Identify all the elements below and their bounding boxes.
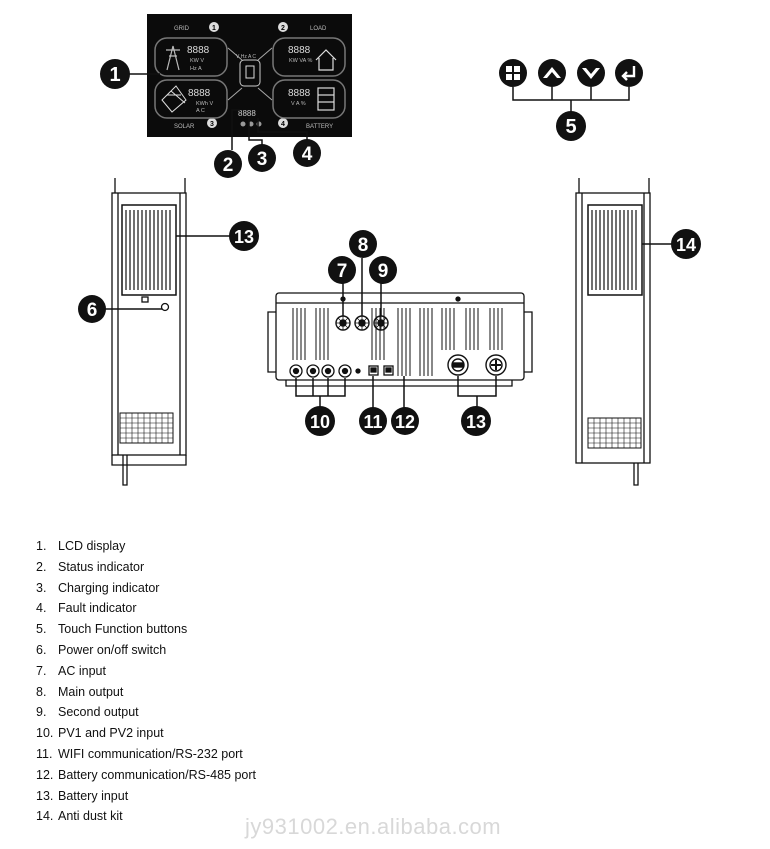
lcd-grid-label: GRID: [174, 26, 190, 32]
up-button[interactable]: [538, 59, 566, 87]
callout-12: 12: [395, 412, 415, 432]
legend-list: 1.LCD display 2.Status indicator 3.Charg…: [36, 536, 256, 827]
down-icon: [582, 68, 600, 79]
legend-item: 12.Battery communication/RS-485 port: [36, 767, 257, 782]
lcd-load-units: KW VA %: [289, 58, 313, 64]
left-bottom-mesh: [119, 412, 174, 444]
callout-4: 4: [302, 144, 313, 165]
legend-item: 2.Status indicator: [36, 559, 145, 574]
lcd-center-units: V Hz A C: [236, 54, 256, 60]
comm-ports: [368, 365, 394, 376]
lcd-solar-digits: 8888: [188, 88, 211, 99]
callout-3: 3: [257, 149, 268, 170]
callout-11: 11: [363, 412, 382, 432]
enter-button[interactable]: [615, 59, 643, 87]
legend-item: 10.PV1 and PV2 input: [36, 726, 164, 741]
lcd-battery-label: BATTERY: [306, 124, 333, 130]
legend-item: 14.Anti dust kit: [36, 809, 123, 824]
legend-item: 9.Second output: [36, 705, 139, 720]
left-vent-grille: [125, 210, 171, 290]
callout-1: 1: [109, 64, 120, 86]
house-load-icon: [315, 49, 337, 71]
left-side-view: [111, 178, 187, 486]
lcd-load-label: LOAD: [310, 26, 327, 32]
grid-tower-icon: [166, 45, 180, 71]
callout-7: 7: [337, 261, 348, 282]
callout-9: 9: [378, 261, 389, 282]
callout-5: 5: [565, 116, 576, 138]
legend-item: 11.WIFI communication/RS-232 port: [36, 746, 243, 761]
watermark: jy931002.en.alibaba.com: [245, 814, 502, 839]
down-button[interactable]: [577, 59, 605, 87]
diagram-canvas: GRID LOAD SOLAR BATTERY 1 3 4 2 8888 KW …: [78, 14, 701, 486]
lcd-solar-units-b: A C: [196, 108, 205, 114]
lcd-battery-digits: 8888: [288, 88, 311, 99]
lcd-battery-units: V A %: [291, 101, 306, 107]
touch-buttons: [499, 59, 643, 87]
legend-item: 5.Touch Function buttons: [36, 622, 188, 637]
legend-item: 1.LCD display: [36, 539, 126, 553]
legend-item: 13.Battery input: [36, 788, 129, 803]
ac-input-gland: [335, 315, 351, 331]
lcd-center-digits: 8888: [238, 109, 256, 118]
callout-13-bottom: 13: [466, 412, 486, 432]
legend-item: 4.Fault indicator: [36, 601, 137, 616]
lcd-center-flow: [227, 47, 273, 101]
lcd-corner-3: 3: [210, 121, 214, 128]
solar-panel-icon: [161, 85, 187, 113]
second-output-gland: [373, 315, 389, 331]
menu-button[interactable]: [499, 59, 527, 87]
callout-8: 8: [358, 235, 369, 256]
lcd-corner-2: 2: [281, 25, 285, 32]
legend-item: 8.Main output: [36, 684, 124, 699]
enter-icon: [621, 66, 636, 81]
right-side-view: [575, 178, 651, 486]
menu-icon: [506, 66, 520, 80]
pv-connectors: [289, 364, 361, 378]
lcd-grid-units-b: Hz A: [190, 66, 202, 72]
callout-6: 6: [87, 300, 98, 321]
lcd-grid-units-a: KW V: [190, 58, 204, 64]
battery-icon: [317, 87, 335, 111]
lcd-corner-4: 4: [281, 121, 285, 128]
legend-item: 6.Power on/off switch: [36, 642, 167, 657]
battery-terminals: [447, 354, 507, 376]
lcd-grid-digits: 8888: [187, 45, 210, 56]
callout-13-side: 13: [234, 227, 254, 247]
lcd-solar-label: SOLAR: [174, 124, 195, 130]
lcd-solar-units-a: KWh V: [196, 101, 213, 107]
lcd-load-digits: 8888: [288, 45, 311, 56]
bottom-view: [267, 292, 533, 387]
lcd-corner-1: 1: [212, 25, 216, 32]
main-output-gland: [354, 315, 370, 331]
callout-14: 14: [676, 235, 696, 255]
callout-10: 10: [310, 412, 330, 432]
bottom-vents: [292, 308, 503, 376]
legend-item: 7.AC input: [36, 663, 106, 678]
right-bottom-mesh: [587, 417, 642, 449]
up-icon: [543, 67, 561, 78]
legend-item: 3.Charging indicator: [36, 580, 160, 595]
callout-markers: 1 2 3 4 5 6 7 8 9 10 11 12 13 13 14: [78, 59, 701, 436]
lcd-display: GRID LOAD SOLAR BATTERY 1 3 4 2 8888 KW …: [147, 14, 352, 137]
callout-2: 2: [223, 155, 234, 176]
right-vent-grille: [591, 210, 637, 290]
